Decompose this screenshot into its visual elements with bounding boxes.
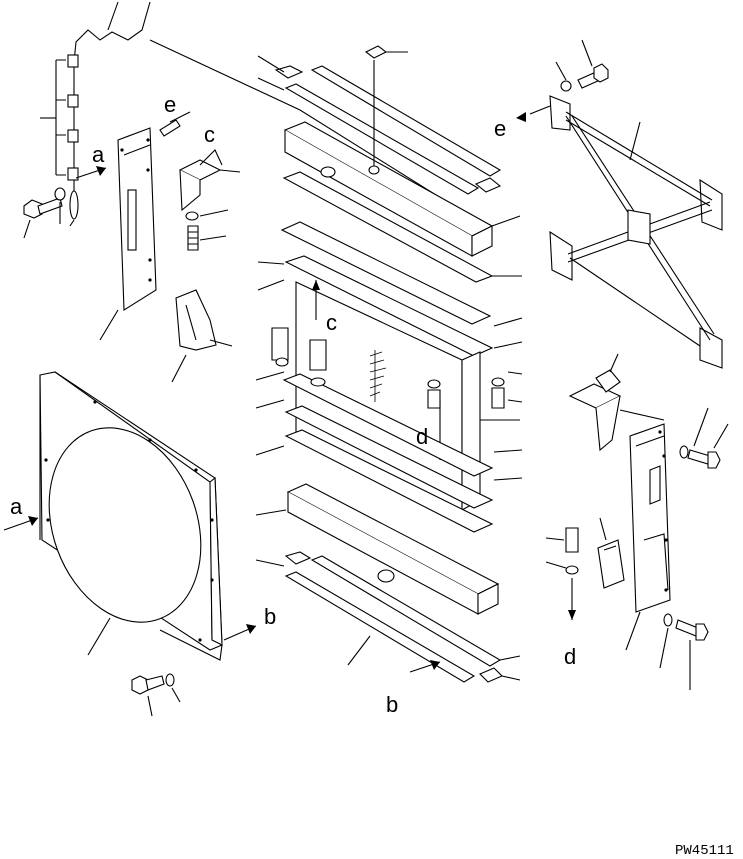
callout-d-right: d: [564, 644, 576, 669]
callout-c-upper: c: [204, 122, 215, 147]
core-bolts: [271, 327, 505, 409]
bottom-gasket-strips: [284, 551, 521, 683]
callout-e-left: e: [164, 92, 176, 117]
upper-tank-gasket: [280, 171, 522, 357]
left-side-bracket: [99, 111, 191, 341]
callout-a-upper: a: [92, 142, 105, 167]
center-leader-lines: [255, 55, 523, 666]
small-bracket-right-upper: [568, 353, 665, 452]
bolts-right: [659, 407, 729, 690]
bolt-bottom-left: [131, 673, 181, 717]
callout-a-left: a: [10, 494, 23, 519]
callout-b-right: b: [386, 692, 398, 717]
wire-harness-assembly: [40, 1, 461, 227]
right-side-bracket: [625, 423, 671, 651]
callout-letters: a a b b c c d d e e: [10, 92, 576, 717]
bolt-left: [23, 187, 66, 239]
upper-gasket-strips: [274, 65, 502, 195]
callout-d-core: d: [416, 424, 428, 449]
small-bracket-upper: [178, 149, 241, 251]
small-bracket-lower: [171, 289, 233, 383]
fan-shroud: [39, 371, 223, 661]
small-bracket-right-lower: [545, 517, 625, 620]
callout-c-core: c: [326, 310, 337, 335]
x-brace-frame: [516, 95, 723, 369]
upper-tank: [283, 45, 521, 257]
bolt-top-right: [555, 39, 609, 92]
lower-tank: [286, 483, 500, 615]
callout-e-right: e: [494, 116, 506, 141]
shroud-arrows: [3, 166, 257, 641]
lower-gaskets: [282, 373, 494, 533]
drawing-code: PW45111: [675, 843, 734, 859]
callout-b-lower: b: [264, 604, 276, 629]
